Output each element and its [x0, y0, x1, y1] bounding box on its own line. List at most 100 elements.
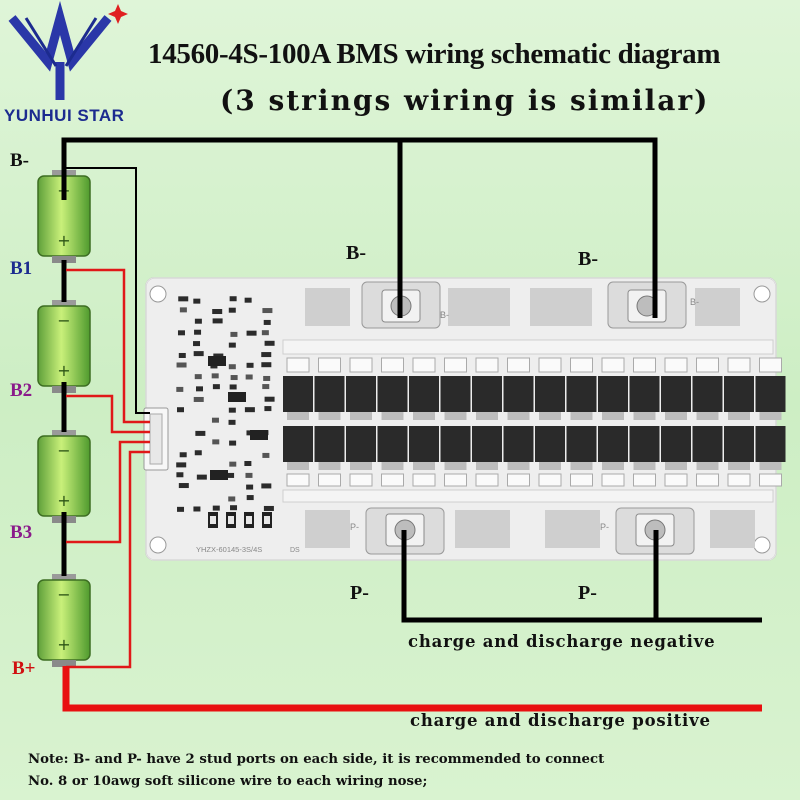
mosfet: [346, 376, 376, 412]
smd-part: [196, 474, 207, 480]
mosfet-leads: [444, 462, 467, 470]
resistor-mark: [210, 516, 216, 524]
smd-part: [244, 297, 252, 303]
terminal-label-b-right: B-: [578, 248, 598, 270]
fet-tab: [349, 357, 373, 373]
smd-part: [229, 296, 237, 302]
smd-part: [212, 505, 220, 511]
fet-tab: [538, 473, 562, 487]
smd-part: [196, 386, 204, 392]
smd-part: [263, 375, 271, 381]
mosfet: [598, 426, 628, 462]
fet-tab: [381, 357, 404, 373]
smd-part: [194, 450, 202, 456]
fet-tab: [507, 357, 530, 373]
smd-part: [193, 351, 204, 357]
smd-part: [228, 496, 236, 502]
smd-part: [178, 296, 189, 302]
silk-b-right: B-: [690, 297, 699, 307]
silk-b-left: B-: [440, 310, 449, 320]
smd-part: [264, 340, 275, 346]
mosfet-leads: [444, 412, 467, 420]
smd-part: [212, 309, 223, 315]
note-line-2: No. 8 or 10awg soft silicone wire to eac…: [28, 774, 428, 789]
mosfet: [377, 426, 408, 462]
smd-part: [244, 461, 252, 467]
smd-part: [245, 472, 253, 478]
fet-tab: [696, 473, 719, 487]
smd-part: [262, 384, 270, 390]
fet-tab: [727, 357, 751, 373]
smd-part: [246, 330, 257, 336]
copper-bar: [282, 339, 774, 355]
mosfet: [440, 376, 471, 412]
star-icon: [108, 4, 128, 24]
stud-terminal-top-right: [607, 281, 687, 329]
mosfet: [692, 376, 723, 412]
mosfet-leads: [633, 462, 656, 470]
mosfet: [566, 376, 597, 412]
mosfet: [314, 376, 345, 412]
fet-tab: [633, 357, 656, 373]
mosfet-array: [282, 339, 786, 503]
fet-tab: [318, 473, 341, 487]
mosfet-leads: [318, 412, 341, 420]
battery-cell: −+: [37, 300, 91, 393]
mosfet: [598, 376, 628, 412]
smd-part: [229, 440, 237, 446]
terminal-label-p-left: P-: [350, 582, 369, 604]
board-model: YHZX-60145-3S/4S: [196, 545, 262, 554]
smd-part: [212, 439, 220, 445]
silk-ds: DS: [290, 547, 300, 554]
mosfet: [661, 426, 691, 462]
mosfet: [535, 376, 565, 412]
node-label-b-minus: B-: [10, 150, 29, 171]
fet-tab: [286, 357, 310, 373]
mosfet-leads: [287, 412, 309, 420]
mosfet-leads: [759, 412, 782, 420]
fet-tab: [601, 473, 625, 487]
smd-part: [246, 362, 254, 368]
smd-part: [246, 495, 254, 501]
smd-part: [261, 483, 272, 489]
smd-part: [177, 330, 185, 336]
smd-part: [228, 307, 236, 313]
smd-part: [228, 407, 236, 413]
mosfet-leads: [381, 412, 404, 420]
fet-tab: [696, 357, 719, 373]
smd-part: [176, 472, 184, 478]
fet-tab: [570, 473, 593, 487]
fet-tab: [759, 473, 782, 487]
smd-part: [179, 307, 187, 313]
fet-tab: [759, 357, 782, 373]
smd-part: [229, 384, 237, 390]
fet-tab: [412, 357, 436, 373]
smd-part: [246, 430, 254, 436]
positive-output-label: charge and discharge positive: [410, 711, 711, 730]
mosfet-leads: [539, 462, 561, 470]
mosfet: [283, 426, 313, 462]
resistor-mark: [246, 516, 252, 524]
ic-chip: [228, 392, 246, 402]
resistor-mark: [264, 516, 270, 524]
smd-part: [261, 352, 272, 358]
ic-chip: [208, 356, 226, 366]
smd-part: [228, 364, 236, 370]
smd-part: [212, 384, 220, 390]
smd-part: [177, 506, 185, 512]
terminal-label-p-right: P-: [578, 582, 597, 604]
mosfet-leads: [507, 412, 530, 420]
mosfet-leads: [507, 462, 530, 470]
cell-minus-sign: −: [57, 585, 70, 604]
fet-tab: [475, 357, 499, 373]
mosfet: [472, 426, 502, 462]
mosfet: [661, 376, 691, 412]
smd-part: [230, 505, 238, 511]
mosfet: [724, 426, 754, 462]
mosfet: [409, 376, 439, 412]
smd-part: [194, 329, 202, 335]
smd-part: [228, 419, 236, 425]
fet-tab: [318, 357, 341, 373]
mosfet-leads: [476, 462, 498, 470]
ic-chip: [250, 430, 268, 440]
